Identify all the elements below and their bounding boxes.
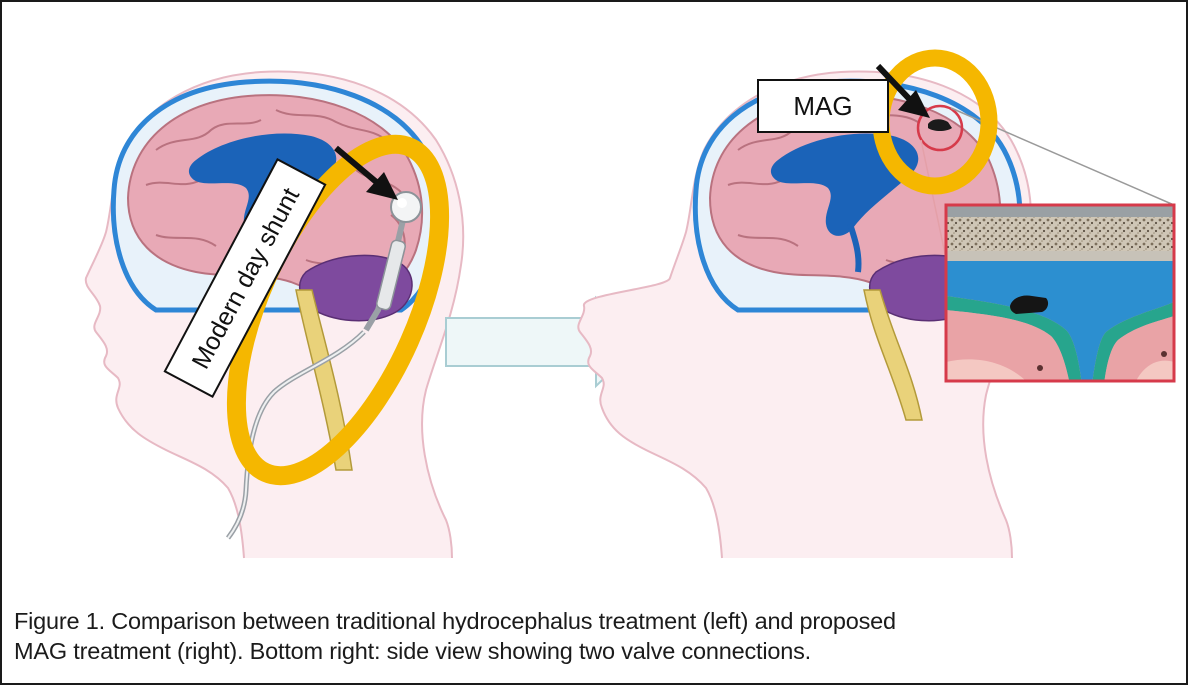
figure-illustration: Modern day shunt: [6, 10, 1186, 605]
inset-side-view: [946, 205, 1174, 385]
caption-line-2: MAG treatment (right). Bottom right: sid…: [14, 636, 1184, 666]
mag-label: MAG: [758, 80, 888, 132]
label-right-text: MAG: [793, 91, 852, 121]
caption-line-1: Figure 1. Comparison between traditional…: [14, 606, 1184, 636]
figure-caption: Figure 1. Comparison between traditional…: [14, 606, 1184, 666]
left-head-illustration: Modern day shunt: [86, 72, 482, 558]
